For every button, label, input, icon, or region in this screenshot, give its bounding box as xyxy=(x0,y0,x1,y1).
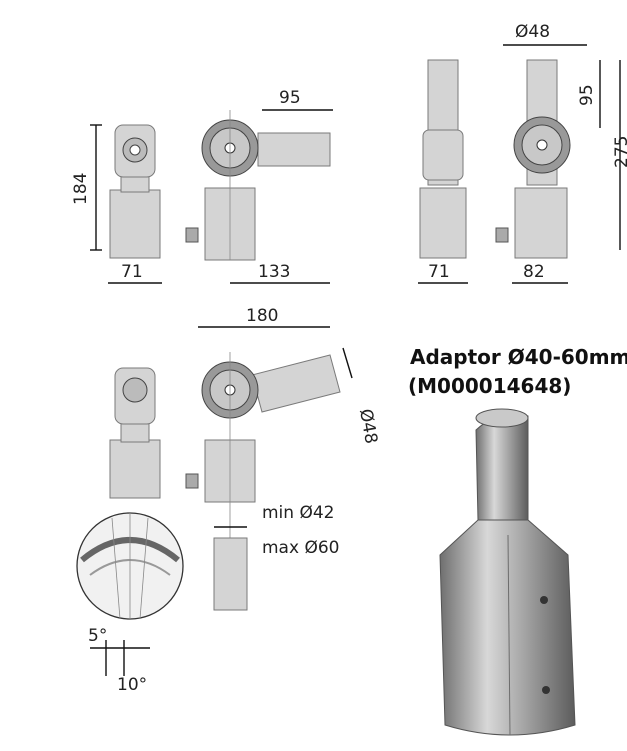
tilt-detail xyxy=(76,512,184,676)
front-width-label: 71 xyxy=(121,262,143,282)
side-view-bracket xyxy=(185,110,331,261)
tilt-step-total-label: 10° xyxy=(117,675,147,695)
rear-arm-label: 95 xyxy=(577,84,597,106)
tilt-step-label: 5° xyxy=(88,626,107,646)
rear-diameter-label: Ø48 xyxy=(515,22,550,42)
rear-front-width-label: 71 xyxy=(428,262,450,282)
rear-side-width-label: 82 xyxy=(523,262,545,282)
dimension-front-height: 184 xyxy=(71,124,102,251)
tilted-front-view-bracket xyxy=(109,367,161,499)
pole-sample xyxy=(213,526,248,611)
dimension-rear-side-width: 82 xyxy=(512,262,568,284)
adaptor-photo xyxy=(439,408,576,736)
adaptor-title: Adaptor Ø40-60mm xyxy=(410,345,627,369)
pole-min-diameter: min Ø42 xyxy=(262,503,334,523)
dimension-tilted-diameter: Ø48 xyxy=(342,347,381,445)
dimension-side-arm: 95 xyxy=(262,88,333,111)
side-width-label: 133 xyxy=(258,262,290,282)
rear-front-view-bracket xyxy=(419,59,467,259)
adaptor-code: (M000014648) xyxy=(408,374,571,398)
rear-side-view-bracket xyxy=(495,59,571,259)
dimension-tilted-width: 180 xyxy=(198,306,330,328)
dimension-rear-diameter: Ø48 xyxy=(503,22,587,46)
tilted-side-view-bracket xyxy=(185,352,341,540)
pole-max-diameter: max Ø60 xyxy=(262,538,339,558)
front-view-bracket xyxy=(109,124,161,259)
dimension-rear-front-width: 71 xyxy=(418,262,468,284)
dimension-side-width: 133 xyxy=(230,262,330,284)
front-height-label: 184 xyxy=(71,173,91,205)
dimension-front-width: 71 xyxy=(108,262,162,284)
rear-height-label: 275 xyxy=(612,136,627,168)
dimension-rear-arm: 95 xyxy=(577,60,601,128)
side-arm-label: 95 xyxy=(279,88,301,108)
dimension-rear-height: 275 xyxy=(612,60,627,250)
tilted-diameter-label: Ø48 xyxy=(355,407,381,445)
tilted-width-label: 180 xyxy=(246,306,278,326)
